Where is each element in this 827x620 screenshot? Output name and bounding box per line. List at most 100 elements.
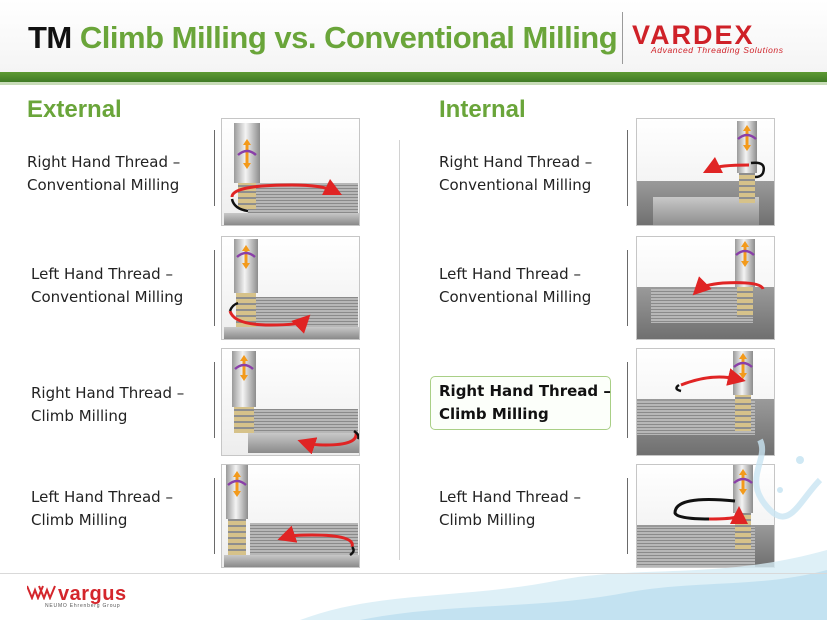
section-internal: Internal: [439, 96, 526, 123]
feed-arrow-icon: [277, 525, 354, 548]
panel-separator: [627, 362, 628, 438]
diagram-external-rh-climb: [221, 348, 360, 456]
diagram-external-rh-conventional: [221, 118, 360, 226]
label-line: Left Hand Thread –: [31, 265, 173, 283]
label-line: Climb Milling: [31, 407, 128, 425]
panel-separator: [214, 478, 215, 554]
diagram-external-lh-conventional: [221, 236, 360, 340]
axial-arrowheads-icon: [243, 139, 251, 169]
label-line: Climb Milling: [439, 405, 549, 423]
internal-label-4: Left Hand Thread – Climb Milling: [439, 486, 619, 532]
diagram-external-lh-climb: [221, 464, 360, 568]
axial-arrowheads-icon: [743, 125, 751, 151]
return-path-icon: [228, 301, 239, 312]
label-line: Conventional Milling: [31, 288, 184, 306]
feed-arrow-icon: [692, 276, 765, 296]
internal-label-2: Left Hand Thread – Conventional Milling: [439, 263, 619, 309]
title-main: Climb Milling vs. Conventional Milling: [79, 20, 618, 55]
panel-separator: [627, 478, 628, 554]
return-path-icon: [353, 429, 359, 440]
feed-arrow-icon: [297, 432, 358, 455]
header-green-underline: [0, 82, 827, 85]
workpiece-threads: [252, 297, 358, 327]
milling-diagram: [637, 121, 774, 225]
rotation-arrow-icon: [733, 361, 753, 368]
milling-diagram: [637, 351, 774, 455]
header-divider: [622, 12, 623, 64]
diagram-internal-lh-conventional: [636, 236, 775, 340]
tool-teeth: [737, 287, 753, 317]
tool-teeth: [234, 407, 254, 433]
column-divider: [399, 140, 400, 560]
return-path-icon: [750, 161, 765, 179]
milling-diagram: [224, 465, 359, 567]
axial-arrowheads-icon: [741, 241, 749, 267]
title-tm: TM: [28, 20, 72, 55]
milling-diagram: [637, 465, 774, 567]
internal-label-3-highlighted: Right Hand Thread – Climb Milling: [430, 376, 611, 430]
label-line: Right Hand Thread –: [439, 153, 593, 171]
panel-separator: [214, 362, 215, 438]
axial-arrowheads-icon: [240, 355, 248, 381]
vardex-tagline: Advanced Threading Solutions: [651, 45, 784, 55]
rotation-arrow-icon: [237, 149, 257, 156]
diagram-internal-rh-climb: [636, 348, 775, 456]
label-line: Left Hand Thread –: [439, 265, 581, 283]
feed-arrow-icon: [228, 310, 311, 334]
section-external: External: [27, 96, 122, 123]
external-label-4: Left Hand Thread – Climb Milling: [31, 486, 211, 532]
external-label-1: Right Hand Thread – Conventional Milling: [27, 151, 207, 197]
tool-teeth: [739, 173, 755, 203]
footer-divider: [0, 573, 827, 574]
diagram-internal-rh-conventional: [636, 118, 775, 226]
panel-separator: [214, 250, 215, 326]
label-line: Left Hand Thread –: [439, 488, 581, 506]
label-line: Climb Milling: [31, 511, 128, 529]
vargus-logo: vargus: [58, 583, 127, 605]
label-line: Conventional Milling: [27, 176, 180, 194]
rotation-arrow-icon: [735, 249, 755, 256]
feed-arrow-icon: [702, 156, 750, 174]
panel-separator: [214, 130, 215, 206]
vargus-group: NEUMO Ehrenberg Group: [45, 603, 121, 609]
tool-teeth: [236, 293, 256, 327]
milling-diagram: [224, 239, 359, 339]
workpiece-base: [224, 213, 359, 225]
external-label-2: Left Hand Thread – Conventional Milling: [31, 263, 211, 309]
axial-arrowheads-icon: [242, 245, 250, 269]
rotation-arrow-icon: [733, 477, 753, 484]
workpiece-threads: [248, 409, 358, 433]
panel-separator: [627, 130, 628, 206]
return-path-icon: [230, 198, 249, 213]
rotation-arrow-icon: [236, 251, 256, 258]
label-line: Right Hand Thread –: [27, 153, 181, 171]
return-path-icon: [673, 498, 736, 521]
milling-diagram: [637, 239, 774, 339]
rotation-arrow-icon: [737, 133, 757, 140]
vardex-logo: VARDEX: [632, 20, 755, 50]
diagram-internal-lh-climb: [636, 464, 775, 568]
header: [0, 0, 827, 80]
milling-diagram: [224, 123, 359, 225]
panel-separator: [627, 250, 628, 326]
return-path-icon: [675, 383, 682, 393]
water-splash-decoration: [300, 438, 827, 620]
label-line: Climb Milling: [439, 511, 536, 529]
axial-arrowheads-icon: [739, 469, 747, 495]
rotation-arrow-icon: [227, 479, 247, 486]
label-line: Conventional Milling: [439, 288, 592, 306]
label-line: Conventional Milling: [439, 176, 592, 194]
header-green-bar: [0, 72, 827, 82]
rotation-arrow-icon: [234, 363, 254, 370]
label-line: Right Hand Thread –: [31, 384, 185, 402]
external-label-3: Right Hand Thread – Climb Milling: [31, 382, 211, 428]
label-line: Left Hand Thread –: [31, 488, 173, 506]
page-title: TM Climb Milling vs. Conventional Millin…: [28, 20, 618, 56]
milling-diagram: [232, 351, 359, 455]
workpiece-base: [224, 555, 359, 567]
vargus-logo-icon: [27, 585, 56, 600]
return-path-icon: [349, 546, 355, 557]
workpiece-base: [224, 327, 359, 339]
tool-teeth: [735, 395, 751, 431]
feed-arrow-icon: [708, 506, 748, 525]
